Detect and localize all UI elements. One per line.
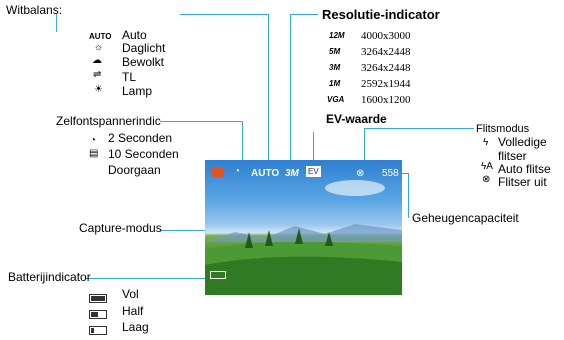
ev-osd: EV [306,166,321,177]
flash-off-icon: ⊗ [482,174,491,185]
leader-line [180,14,268,15]
wb-auto-icon: AUTO [89,32,112,41]
battery-title: Batterijindicator [8,270,91,284]
flash-full-label: Volledige [498,135,547,149]
res-3m-icon: 3M [329,63,341,72]
res-3m-value: 3264x2448 [361,62,411,74]
battery-full-label: Vol [122,287,139,301]
flash-on-icon: ϟ [483,137,489,148]
count-osd: 558 [382,168,399,179]
battery-osd-icon [210,271,226,279]
wb-daylight-label: Daglicht [122,41,166,55]
memory-title: Geheugencapaciteit [412,211,519,225]
sun-icon: ☼ [94,42,104,53]
wb-tl-label: TL [122,70,137,84]
lamp-icon: ☀ [94,84,103,95]
leader-line [290,14,291,164]
wb-mode-osd: AUTO [251,168,280,179]
resolution-title: Resolutie-indicator [322,7,440,22]
fluorescent-icon: ⇌ [93,69,102,80]
capture-title: Capture-modus [79,221,162,235]
leader-line [56,14,57,32]
wb-auto-label: Auto [122,28,147,42]
leader-line [160,230,210,231]
timer-osd-icon: ◔ [234,166,241,177]
camera-preview: ◔ AUTO 3M EV ⊗ 558 [205,160,402,295]
ev-title: EV-waarde [326,112,387,126]
battery-half-label: Half [122,304,144,318]
camera-mode-icon [212,167,224,177]
leader-line [290,14,318,15]
res-1m-value: 2592x1944 [361,78,411,90]
selftimer-2s: 2 Seconden [108,131,173,145]
flash-title: Flitsmodus [476,123,530,135]
leader-line [313,132,314,164]
flash-auto-icon: ϟA [481,161,493,172]
leader-line [364,128,414,129]
leader-line [160,121,242,122]
leader-line [242,121,243,165]
wb-cloudy-label: Bewolkt [122,55,165,69]
wb-lamp-label: Lamp [122,84,153,98]
landscape-image [205,180,402,295]
res-osd: 3M [285,168,299,179]
res-5m-value: 3264x2448 [361,46,411,58]
flash-auto-label: Auto flitse [498,162,551,176]
res-1m-icon: 1M [329,79,341,88]
battery-low-label: Laag [122,320,149,334]
whitebalance-title: Witbalans: [6,3,63,17]
res-12m-value: 4000x3000 [361,30,411,42]
selftimer-title: Zelfontspannerindic [56,114,161,128]
res-vga-icon: VGA [327,95,345,104]
flash-osd-icon: ⊗ [356,168,365,179]
res-5m-icon: 5M [329,47,341,56]
leader-line [268,14,269,164]
battery-full-icon [89,290,107,308]
flash-full-label-2: flitser [498,149,527,163]
selftimer-continuous: Doorgaan [108,163,161,177]
battery-low-icon [89,322,107,340]
res-vga-value: 1600x1200 [361,94,411,106]
leader-line [408,173,409,218]
res-12m-icon: 12M [329,31,345,40]
selftimer-10s: 10 Seconden [108,147,179,161]
battery-half-icon [89,306,107,324]
timer-icon: ◔ [90,135,97,146]
leader-line [364,128,365,164]
leader-line [86,278,210,279]
flash-off-label: Flitser uit [498,175,547,189]
leader-line [414,128,474,129]
cloud-icon: ☁ [92,55,102,66]
burst-icon: ▤ [89,148,99,159]
